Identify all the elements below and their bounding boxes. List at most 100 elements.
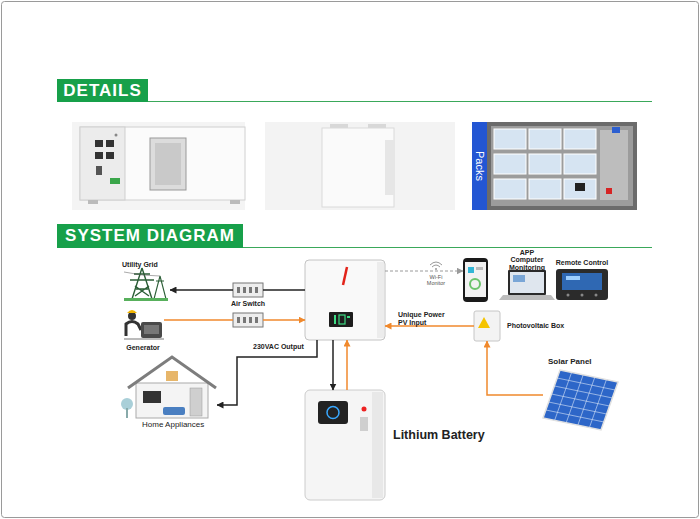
product-photo-part — [322, 128, 394, 207]
laptop-device — [499, 270, 555, 300]
product-photo-part — [564, 179, 596, 199]
node-label: Computer Monitoring — [501, 256, 553, 272]
product-photo-part — [487, 122, 637, 210]
battery-unit-part — [305, 390, 385, 500]
node-label: Remote Control — [550, 259, 614, 267]
product-photo-part — [80, 127, 245, 200]
home-illustration-part — [136, 383, 208, 418]
inverter-unit-part — [305, 260, 385, 340]
product-photo-part — [72, 122, 245, 210]
phone-node: APP — [463, 258, 488, 302]
product-photo-part — [155, 143, 181, 185]
product-photo-part — [600, 130, 628, 200]
remote-control-device-part — [556, 269, 608, 300]
product-photo-part — [106, 140, 114, 147]
generator-icon-part — [127, 310, 137, 313]
inverter-unit-part — [347, 316, 350, 318]
product-photo-part — [564, 154, 596, 174]
power-tower-icon-part — [124, 298, 168, 301]
product-photo-part — [494, 129, 526, 149]
node-label: APP — [512, 249, 542, 257]
product-photo-part — [230, 200, 240, 204]
node-label: Generator — [118, 344, 168, 352]
phone-device-part — [476, 267, 483, 270]
edge-label: Unique Power PV Input — [398, 311, 452, 327]
battery-unit-part — [327, 407, 339, 419]
product-photo-part — [494, 179, 526, 199]
solar-panel-array-part — [543, 370, 618, 430]
utility-grid-node: Utility Grid — [122, 261, 170, 301]
battery-unit-part — [372, 392, 383, 498]
battery-unit-part — [318, 401, 348, 424]
air-switch-node — [233, 313, 263, 327]
laptop-device-part — [510, 272, 544, 293]
remote-control-device-part — [595, 294, 598, 297]
phone-device-part — [463, 258, 488, 302]
product-photo-part — [96, 166, 102, 175]
product-photo-part — [95, 152, 103, 159]
product-photo — [487, 122, 637, 210]
product-photo-part — [529, 154, 561, 174]
air-switch-symbol-part — [255, 317, 258, 323]
node-label: Air Switch — [228, 300, 268, 308]
phone-device-part — [470, 279, 480, 289]
node-label: Home Appliances — [142, 420, 204, 429]
generator-icon-part — [126, 322, 141, 337]
connector-arrow — [217, 340, 317, 405]
generator-icon-part — [141, 322, 162, 338]
product-photo — [72, 122, 245, 210]
generator-icon-part — [144, 325, 159, 334]
connector-arrow — [332, 340, 334, 390]
product-photo-part — [575, 183, 585, 191]
photovoltaic-box-unit-part — [478, 317, 490, 328]
product-photo-part — [115, 134, 118, 137]
air-switch-symbol-part — [237, 287, 240, 293]
battery-unit-part — [360, 417, 368, 431]
laptop-device-part — [508, 270, 546, 295]
home-illustration-part — [128, 357, 216, 388]
generator-icon-part — [124, 338, 164, 340]
home-illustration-part — [166, 371, 178, 381]
product-photo — [265, 122, 455, 210]
wifi-icon — [430, 262, 442, 270]
solar-panel-array — [543, 370, 618, 430]
product-photo-part — [529, 179, 561, 199]
air-switch-node: Air Switch — [233, 283, 263, 297]
inverter-node — [305, 260, 385, 340]
node-label: SYSTEM DIAGRAM — [57, 224, 243, 248]
node-label: DETAILS — [57, 79, 148, 102]
air-switch-symbol-part — [249, 317, 252, 323]
laptop-device-part — [513, 275, 525, 282]
battery-node: Lithium Battery — [305, 390, 385, 500]
section-rule-part — [243, 247, 652, 248]
connector-arrow — [170, 289, 233, 291]
battery-unit-part — [362, 407, 367, 412]
node-label: Photovoltaic Box — [507, 322, 564, 330]
air-switch-symbol-part — [243, 317, 246, 323]
edge-label: 230VAC Output — [253, 343, 304, 351]
wifi-icon-part — [435, 268, 437, 270]
edge-label: Wi-Fi Monitor — [423, 274, 449, 286]
product-photo-part — [110, 178, 120, 184]
air-switch-symbol-part — [237, 317, 240, 323]
product-photo-part — [88, 200, 98, 204]
connector-arrow — [385, 271, 463, 272]
power-tower-icon-part — [130, 268, 154, 299]
product-photo-part — [491, 126, 633, 206]
photovoltaic-box-unit-part — [474, 311, 500, 341]
section-banner: DETAILS — [57, 79, 148, 102]
remote-node: Remote Control — [556, 269, 608, 300]
power-tower-icon — [124, 268, 168, 301]
section-rule-part — [148, 101, 652, 102]
inverter-unit-part — [343, 267, 347, 285]
node-label: Solar Panel — [548, 357, 592, 366]
connector-arrow — [164, 319, 233, 321]
home-illustration-part — [126, 408, 128, 418]
inverter-unit — [305, 260, 385, 340]
remote-control-device — [556, 269, 608, 300]
connector-arrow — [346, 340, 348, 390]
product-photo-part — [612, 127, 620, 133]
product-photo-part — [564, 129, 596, 149]
power-tower-icon-part — [154, 276, 166, 299]
product-photo-part — [80, 127, 125, 200]
